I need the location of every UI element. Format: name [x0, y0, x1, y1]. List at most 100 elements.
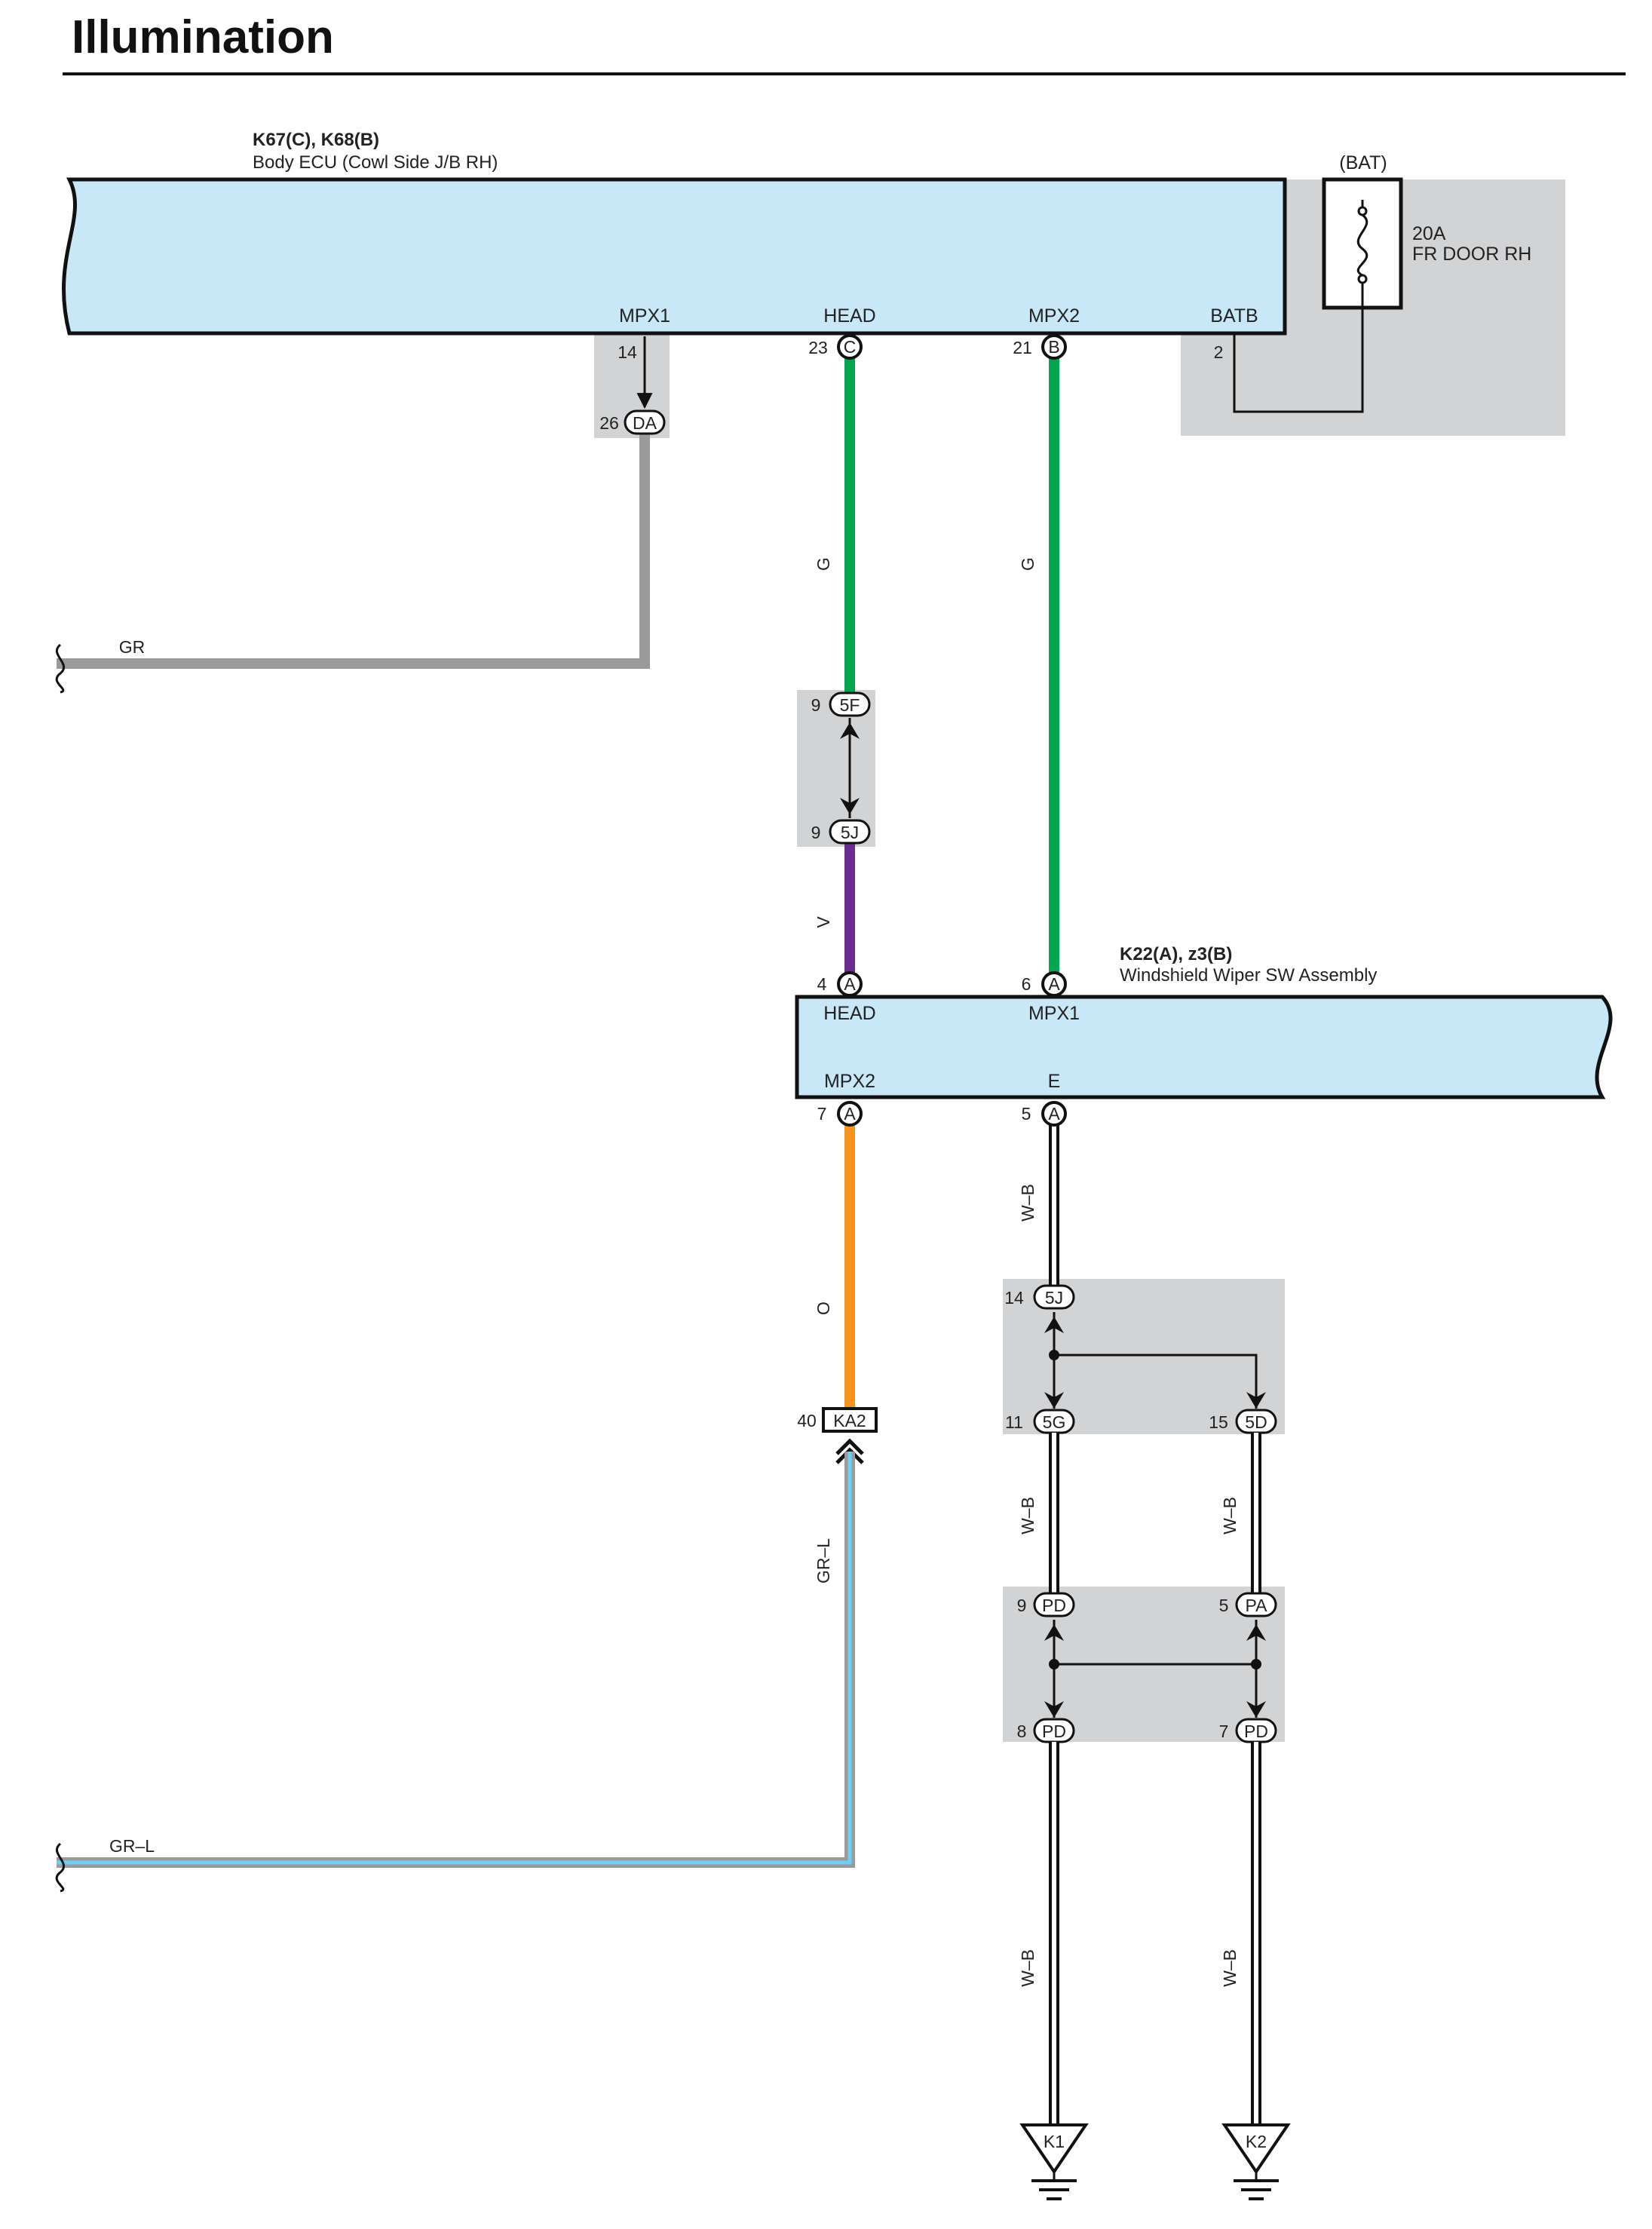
- connector-pd-top: PD: [1033, 1592, 1075, 1617]
- wiper-connector-label: K22(A), z3(B): [1120, 944, 1232, 964]
- connector-ka2: KA2: [822, 1407, 878, 1433]
- connector-ka2-pin: 40: [797, 1411, 817, 1430]
- connector-head-c-pin: 23: [808, 338, 828, 357]
- junction-pd-br-arrow-icon: [1246, 1701, 1266, 1718]
- wire-grl: [57, 1452, 855, 1868]
- ground-k2-label: K2: [1246, 2132, 1267, 2151]
- wire-gr: [57, 434, 650, 669]
- connector-5d-code: 5D: [1245, 1412, 1267, 1432]
- page-title: Illumination: [72, 11, 334, 63]
- connector-pa-pin: 5: [1219, 1596, 1229, 1615]
- junction-5g-arrow-icon: [1044, 1392, 1064, 1409]
- wire-grl-stripe: [57, 1452, 852, 1865]
- junction-5d-link: [1054, 1354, 1258, 1409]
- connector-5j-upper-pin: 9: [811, 823, 821, 842]
- ground-k2-icon: [1221, 2123, 1291, 2175]
- wire-break-grl-icon: [55, 1842, 66, 1893]
- connector-5g: 5G: [1033, 1409, 1075, 1434]
- body-ecu: K67(C), K68(B) Body ECU (Cowl Side J/B R…: [62, 130, 1287, 336]
- connector-wiper-head-a: A: [837, 971, 863, 997]
- connector-wiper-head-a-code: A: [844, 974, 856, 994]
- connector-5j-upper: 5J: [829, 819, 871, 845]
- connector-pd-br-code: PD: [1244, 1722, 1268, 1741]
- ground-k1-label: K1: [1044, 2132, 1065, 2151]
- connector-wiper-mpx1-a-pin: 6: [1022, 974, 1031, 994]
- connector-pd-bl-pin: 8: [1017, 1722, 1027, 1741]
- wiper-terminal-mpx2: MPX2: [824, 1071, 875, 1092]
- connector-5d-pin: 15: [1209, 1412, 1228, 1432]
- junction-5j-arrow-icon: [840, 798, 860, 814]
- connector-wiper-head-a-pin: 4: [817, 974, 827, 994]
- connector-pd-br-pin: 7: [1219, 1722, 1229, 1741]
- wire-label-o: O: [814, 1302, 833, 1315]
- wiper-terminal-e: E: [1048, 1071, 1061, 1092]
- connector-pd-bl-code: PD: [1042, 1722, 1066, 1741]
- batb-pin: 2: [1214, 342, 1224, 362]
- connector-mpx2-b: B: [1041, 334, 1067, 360]
- ecu-terminal-mpx1: MPX1: [619, 305, 670, 327]
- fuse-source-label: (BAT): [1339, 152, 1387, 173]
- connector-pa-code: PA: [1246, 1596, 1268, 1615]
- ecu-mpx1-pin: 14: [618, 342, 637, 362]
- connector-da-code: DA: [633, 413, 657, 433]
- connector-wiper-mpx1-a: A: [1041, 971, 1067, 997]
- connector-5j-lower: 5J: [1033, 1284, 1075, 1310]
- connector-wiper-mpx2-a: A: [837, 1101, 863, 1127]
- wire-label-head-v: V: [814, 916, 833, 928]
- wire-label-grl-horizontal: GR–L: [109, 1836, 155, 1856]
- junction-pd-top-arrow-icon: [1044, 1624, 1064, 1641]
- connector-mpx2-b-pin: 21: [1013, 338, 1032, 357]
- connector-wiper-mpx2-a-code: A: [844, 1104, 856, 1124]
- connector-5f-code: 5F: [840, 695, 860, 715]
- wire-label-wb-2: W–B: [1018, 1497, 1037, 1535]
- connector-wiper-e-a: A: [1041, 1101, 1067, 1127]
- connector-5g-pin: 11: [1005, 1412, 1023, 1432]
- wiper-terminal-mpx1: MPX1: [1028, 1003, 1080, 1024]
- batb-wire: [1233, 283, 1364, 413]
- connector-wiper-mpx2-a-pin: 7: [817, 1104, 827, 1124]
- connector-5j-lower-code: 5J: [1045, 1288, 1063, 1308]
- connector-pa: PA: [1235, 1592, 1277, 1617]
- wire-label-gr: GR: [119, 637, 146, 657]
- connector-pd-bottom-left: PD: [1033, 1718, 1075, 1743]
- wiper-terminal-head: HEAD: [823, 1003, 875, 1024]
- junction-5d-arrow-icon: [1246, 1392, 1266, 1409]
- connector-wiper-e-a-code: A: [1048, 1104, 1060, 1124]
- connector-da: DA: [624, 409, 666, 435]
- fuse-icon: [1356, 213, 1368, 277]
- junction-5j-lower-arrow-icon: [1044, 1317, 1064, 1333]
- connector-da-pin: 26: [599, 413, 619, 433]
- connector-pd-top-pin: 9: [1017, 1596, 1027, 1615]
- ka2-chevron-icon-2: [835, 1447, 864, 1464]
- connector-wiper-mpx1-a-code: A: [1048, 974, 1060, 994]
- ecu-terminal-batb: BATB: [1210, 305, 1258, 327]
- connector-wiper-e-a-pin: 5: [1022, 1104, 1031, 1124]
- wire-break-gr-icon: [55, 643, 66, 694]
- body-ecu-connector-label: K67(C), K68(B): [253, 130, 379, 150]
- connector-5g-code: 5G: [1043, 1412, 1066, 1432]
- fuse-rating: 20A: [1412, 223, 1446, 244]
- fuse-name: FR DOOR RH: [1412, 244, 1531, 265]
- wire-label-wb-3: W–B: [1220, 1497, 1240, 1535]
- wire-label-wb-4: W–B: [1018, 1949, 1037, 1987]
- junction-pa-arrow-icon: [1246, 1624, 1266, 1641]
- connector-5j-upper-code: 5J: [841, 823, 859, 842]
- connector-pd-bottom-right: PD: [1235, 1718, 1277, 1743]
- connector-5j-lower-pin: 14: [1004, 1288, 1024, 1308]
- wire-label-wb-1: W–B: [1018, 1184, 1037, 1222]
- connector-5d: 5D: [1235, 1409, 1277, 1434]
- wire-label-mpx2-g: G: [1018, 557, 1037, 571]
- ecu-terminal-mpx2: MPX2: [1028, 305, 1080, 327]
- connector-5f: 5F: [829, 691, 871, 717]
- connector-mpx2-b-code: B: [1048, 337, 1059, 357]
- wiper-name: Windshield Wiper SW Assembly: [1120, 965, 1377, 986]
- junction-5f-arrow-icon: [840, 722, 860, 739]
- ground-k1: K1: [1019, 2123, 1089, 2200]
- connector-head-c: C: [837, 334, 863, 360]
- junction-pd-bl-arrow-icon: [1044, 1701, 1064, 1718]
- connector-head-c-code: C: [844, 337, 857, 357]
- wire-label-grl-vertical: GR–L: [814, 1538, 833, 1584]
- ka2-chevron-icon: [835, 1438, 864, 1455]
- ground-k1-icon: [1019, 2123, 1089, 2175]
- body-ecu-name: Body ECU (Cowl Side J/B RH): [253, 152, 498, 173]
